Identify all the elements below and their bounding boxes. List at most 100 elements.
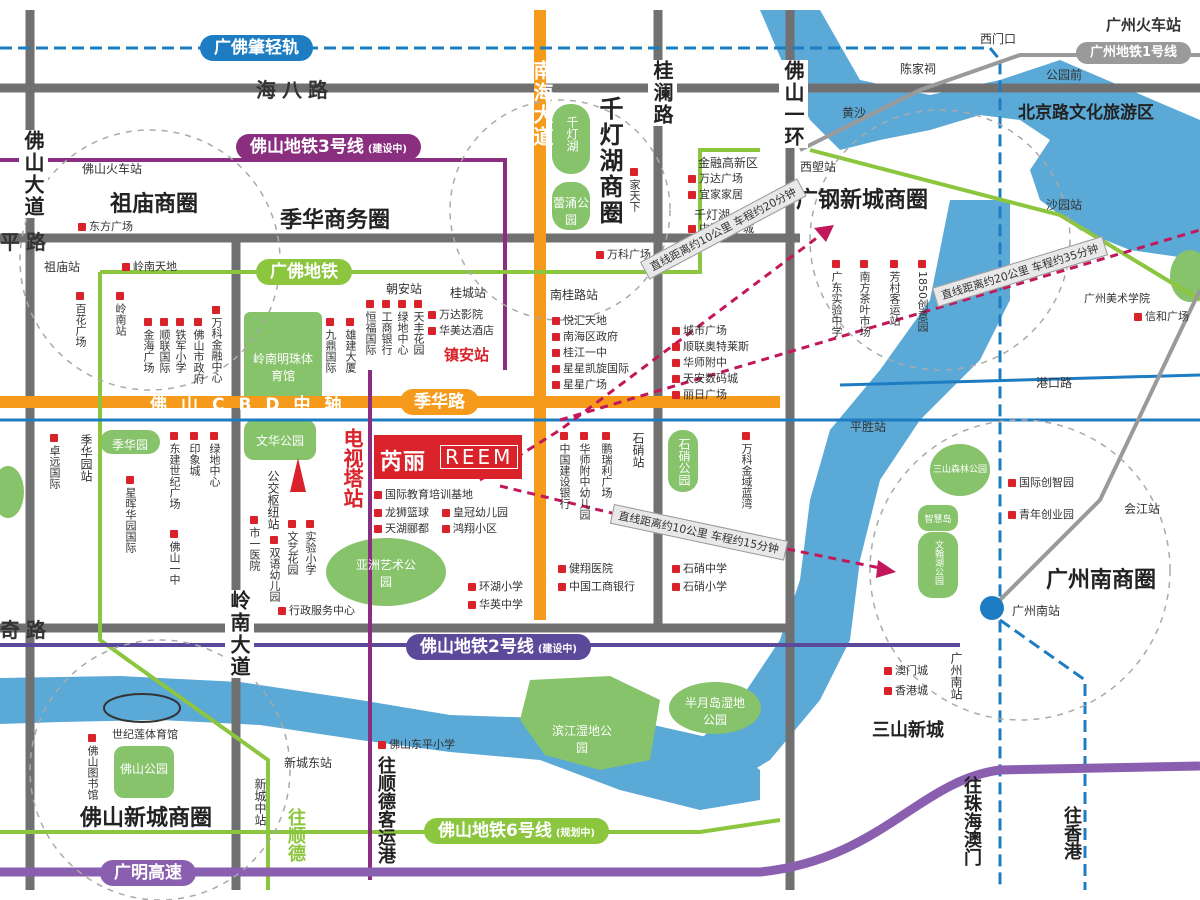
- poi-label: 龙狮篮球: [385, 506, 429, 519]
- poi-label: 悦汇天地: [563, 314, 607, 327]
- line-metro6-label: 佛山地铁6号线: [438, 821, 552, 841]
- poi-label: 岭南站: [114, 303, 127, 336]
- station-xishuo: 西塱站: [800, 160, 837, 174]
- poi-baihua: 百花广场: [72, 292, 88, 347]
- poi-fs-gov: 佛山市政府: [190, 318, 206, 384]
- park-sanshan-life: 三山森林公园: [932, 465, 987, 475]
- poi-yijia: 宜家家居: [688, 186, 743, 202]
- guangming-expressway: [0, 761, 1200, 877]
- park-wenhua: 文华公园: [255, 434, 304, 448]
- poi-label: 东方广场: [89, 220, 133, 233]
- arrow-heads: [814, 225, 896, 578]
- poi-xingxing-kai: 星星凯旋国际: [552, 360, 629, 376]
- poi-label: 宜家家居: [699, 188, 743, 201]
- poi-label: 国际创智园: [1019, 476, 1074, 489]
- poi-label: 南方茶叶市场: [858, 271, 871, 337]
- park-shixi: 石硝公园: [677, 438, 691, 486]
- poi-nanfang-lvjin: 南方茶叶市场: [856, 260, 872, 337]
- poi-shimin: 市一医院: [246, 516, 262, 571]
- poi-label: 澳门城: [895, 664, 928, 677]
- direction-shunde-port: 往顺德客运港: [375, 756, 396, 864]
- poi-label: 天湖郦都: [385, 522, 429, 535]
- poi-nanhai-gov: 南海区政府: [552, 328, 618, 344]
- poi-huanhu: 环湖小学: [468, 578, 523, 594]
- poi-label: 南海区政府: [563, 330, 618, 343]
- poi-pengrui: 鹏瑞利广场: [598, 432, 614, 498]
- gz-south-station-icon: [980, 596, 1004, 620]
- poi-fs-lib: 佛山图书馆: [84, 734, 100, 800]
- station-chaoan: 朝安站: [386, 282, 423, 296]
- poi-tianan: 天安数码城: [672, 370, 738, 386]
- station-fs-train: 佛山火车站: [82, 162, 143, 176]
- poi-shiji-gym: 世纪莲体育馆: [112, 726, 178, 742]
- poi-lingnan-station: 岭南站: [112, 292, 128, 336]
- poi-lvdi-center: 绿地中心: [394, 300, 410, 355]
- poi-label: 文艺花园: [286, 531, 299, 575]
- poi-shunlian: 顺联国际: [156, 318, 172, 373]
- poi-label: 万科金融中心: [210, 317, 223, 383]
- poi-label: 石硝中学: [683, 562, 727, 575]
- poi-jinhai: 金海广场: [140, 318, 156, 373]
- poi-tianhu: 天湖郦都: [374, 520, 429, 536]
- park-jihuayuan: 季华园: [111, 438, 148, 452]
- station-jihuayuan: 季华园站: [79, 434, 93, 482]
- project-logo-cn: 芮丽: [380, 450, 427, 475]
- district-fs-newtown: 佛山新城商圈: [80, 806, 213, 831]
- poi-zhuoyuan: 卓远国际: [46, 434, 62, 489]
- park-layer: [0, 104, 1200, 798]
- district-guanggang: 广钢新城商圈: [796, 188, 929, 213]
- poi-xinghua: 星晖华园国际: [122, 476, 138, 553]
- poi-fs-dongping: 佛山东平小学: [378, 736, 455, 752]
- poi-label: 佛山一中: [168, 541, 181, 585]
- poi-hk-city: 香港城: [884, 682, 928, 698]
- station-huangsha: 黄沙: [842, 106, 867, 120]
- station-nanguilu: 南桂路站: [550, 288, 599, 302]
- poi-label: 1850创意园: [916, 271, 929, 332]
- line-metro3-label: 佛山地铁3号线: [250, 137, 364, 157]
- park-binjiang: 滨江湿地公园: [552, 724, 613, 755]
- poi-label: 鸿翔小区: [453, 522, 497, 535]
- poi-label: 工商银行: [380, 311, 393, 355]
- poi-label: 百花广场: [74, 303, 87, 347]
- road-foshan-dadao: 佛山大道: [19, 130, 48, 218]
- station-shixi: 石硝站: [631, 432, 645, 468]
- station-gongyuanqian: 公园前: [1046, 68, 1083, 82]
- park-wenhan: 文翰湖公园: [933, 540, 943, 585]
- poi-label: 华师附中: [683, 356, 727, 369]
- orange-road-layer: [0, 10, 780, 620]
- poi-meishu: 广州美术学院: [1084, 290, 1150, 306]
- poi-wanke-plaza: 万科广场: [596, 246, 651, 262]
- station-gongjiao: 公交枢纽站: [266, 470, 280, 530]
- poi-label: 华英中学: [479, 598, 523, 611]
- poi-label: 绿地中心: [208, 443, 221, 487]
- poi-label: 铁军小学: [174, 329, 187, 373]
- road-haiba: 海八路: [256, 78, 334, 102]
- poi-label: 佛山图书馆: [86, 745, 99, 800]
- poi-label: 市一医院: [248, 527, 261, 571]
- poi-xiongjian: 雄建大厦: [342, 318, 358, 373]
- poi-guijiang: 桂江一中: [552, 344, 607, 360]
- line-gz-metro1: 广州地铁1号线: [1076, 42, 1192, 64]
- poi-label: 万科金域蓝湾: [740, 443, 753, 509]
- poi-label: 卓远国际: [48, 445, 61, 489]
- poi-label: 青年创业园: [1019, 508, 1074, 521]
- poi-fangcun: 芳村客运站: [886, 260, 902, 326]
- station-zumiao: 祖庙站: [44, 260, 81, 274]
- road-cbd: 佛山CBD中轴: [150, 395, 356, 415]
- road-jihua: 季华路: [400, 389, 479, 415]
- poi-jiatianxia: 家天下: [626, 168, 642, 212]
- poi-label: 中国建设银行: [558, 443, 571, 509]
- poi-yinxiang: 印象城: [186, 432, 202, 476]
- station-gz-south: 广州南站: [1012, 604, 1061, 618]
- poi-wanke-jinyu: 万科金域蓝湾: [738, 432, 754, 509]
- poi-label: 东建世纪广场: [168, 443, 181, 509]
- poi-city-plaza: 城市广场: [672, 322, 727, 338]
- poi-label: 世纪莲体育馆: [112, 728, 178, 741]
- park-lingnan-ming: 岭南明珠体育馆: [252, 352, 313, 383]
- poi-label: 顺联国际: [158, 329, 171, 373]
- district-rings: [19, 99, 1171, 900]
- poi-tiejun: 铁军小学: [172, 318, 188, 373]
- poi-dongfang: 东方广场: [78, 218, 133, 234]
- poi-label: 芳村客运站: [888, 271, 901, 326]
